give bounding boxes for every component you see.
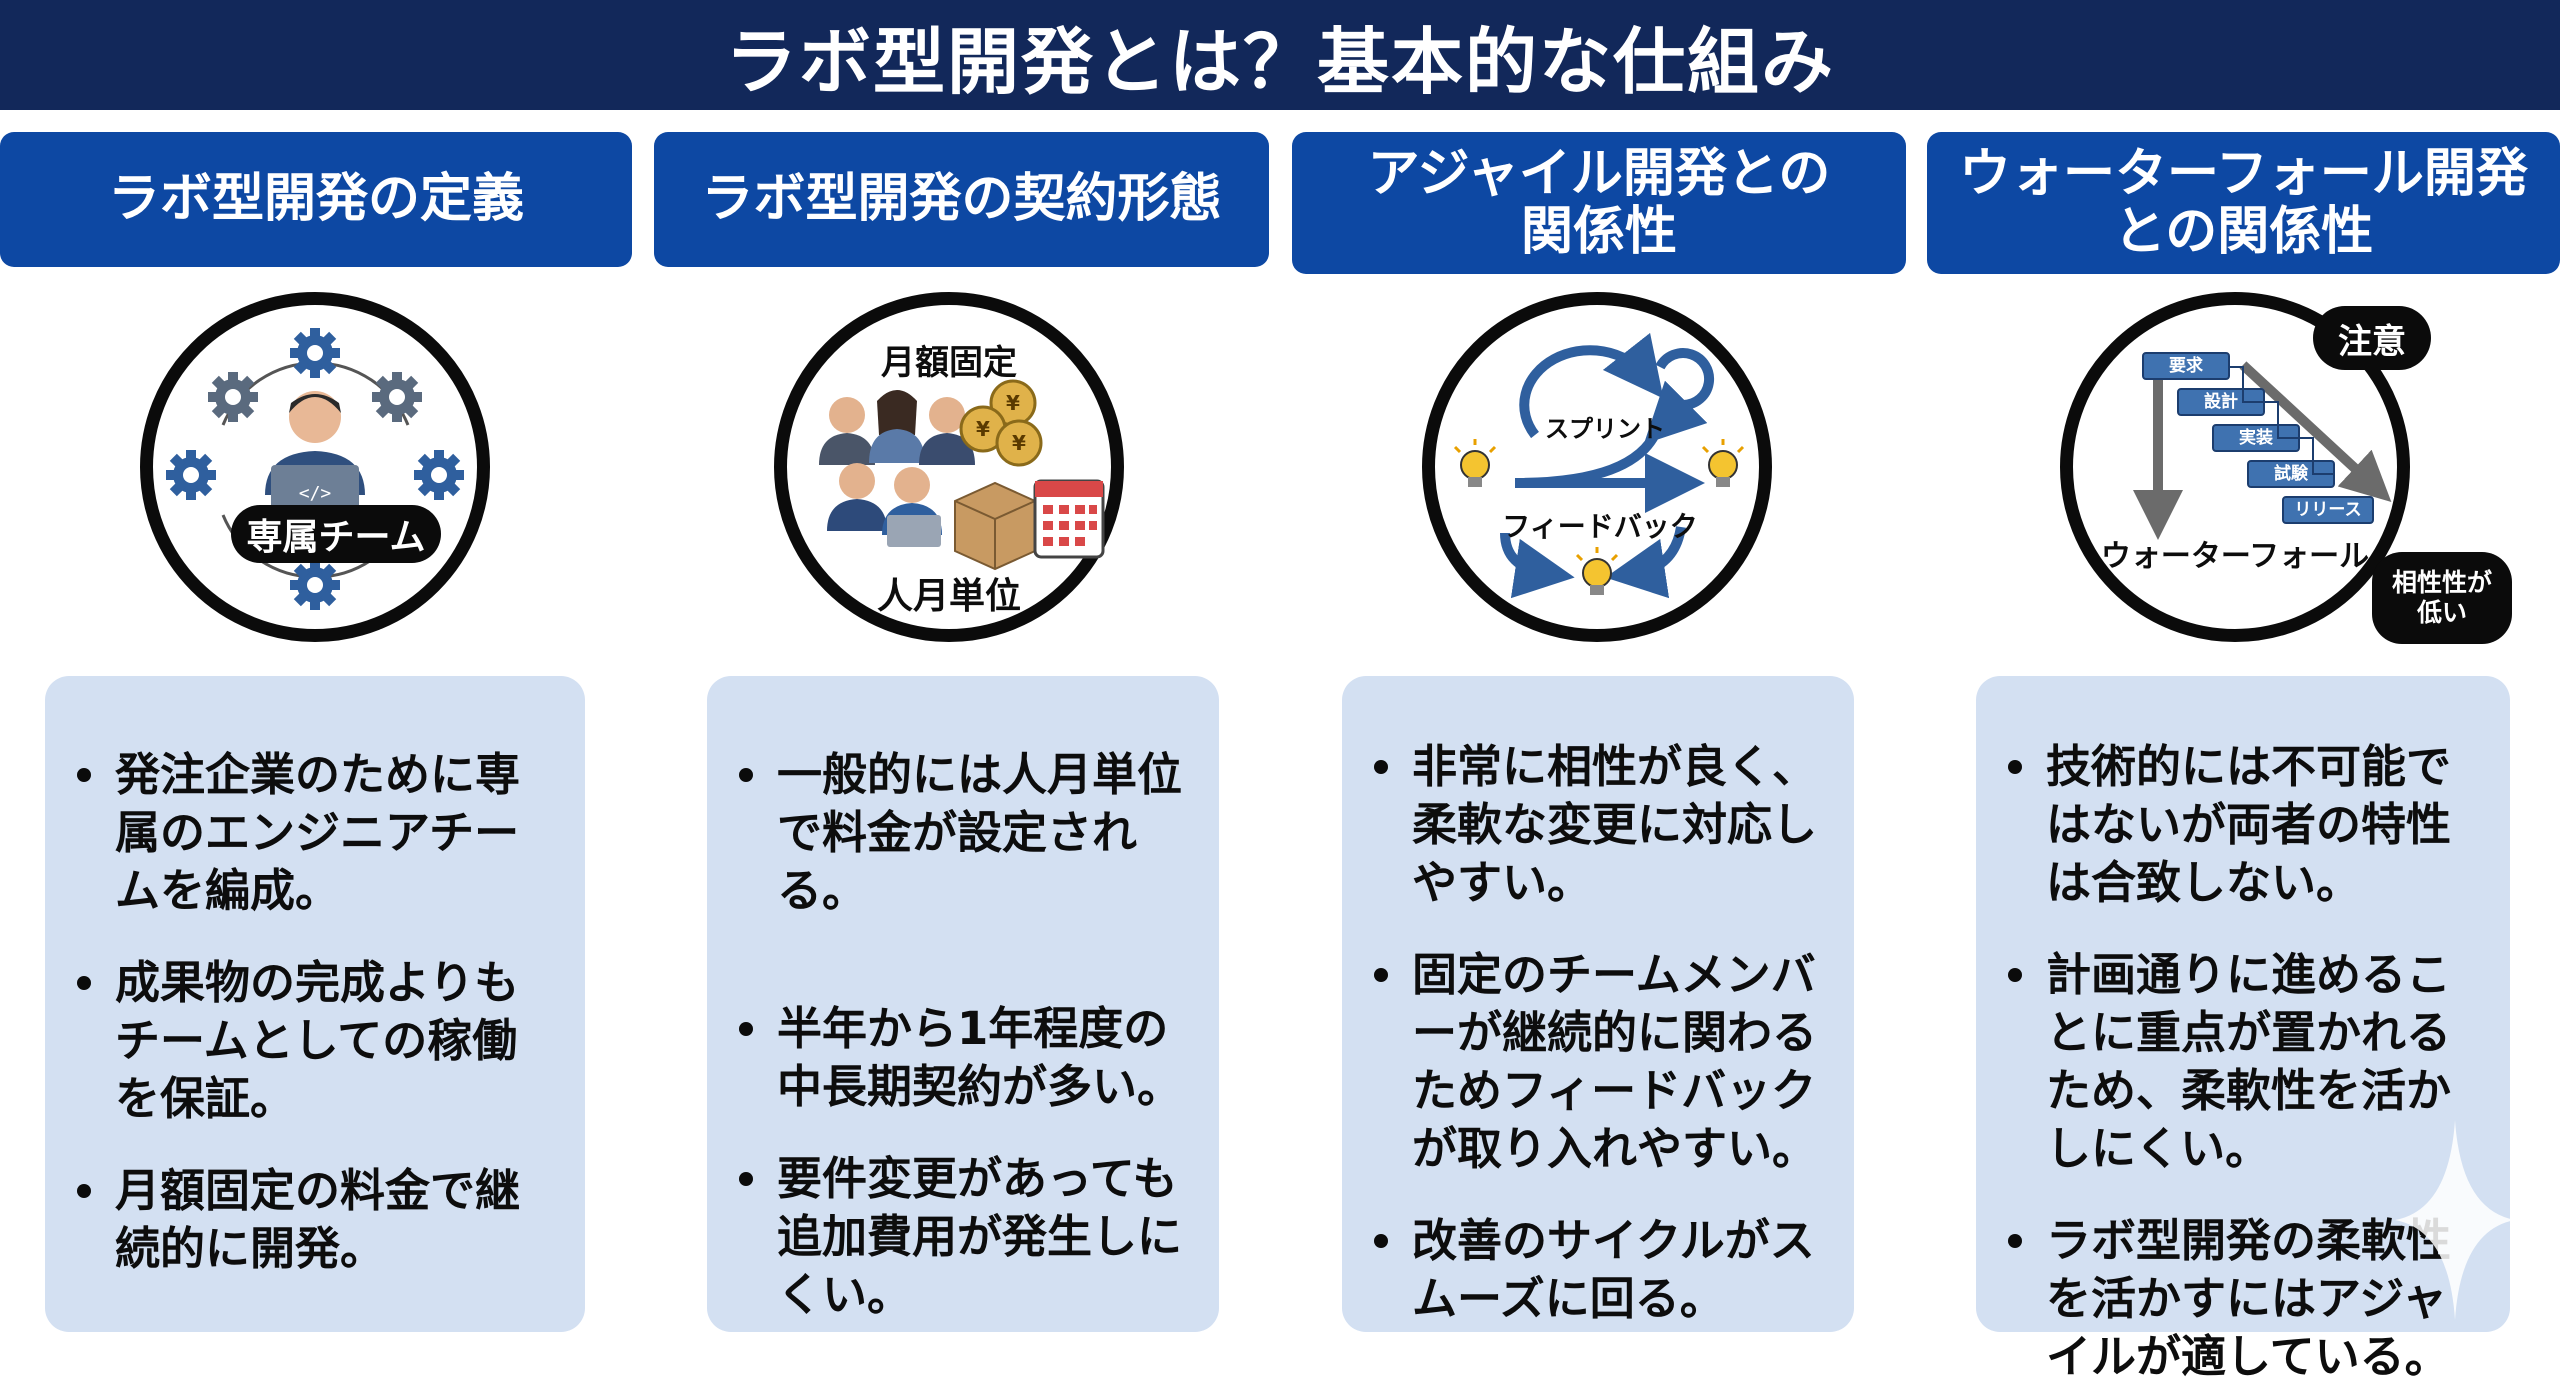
contract-people-coins-icon: 月額固定 ¥ ¥ ¥ <box>774 292 1124 642</box>
list-item: 発注企業のために専属のエンジニアチームを編成。 <box>75 746 555 920</box>
sprint-label: スプリント <box>1545 415 1665 443</box>
sparkle-icon <box>2395 1120 2515 1320</box>
waterfall-illustration <box>2133 352 2392 540</box>
waterfall-label: ウォーターフォール <box>2100 539 2370 574</box>
person-month-label: 人月単位 <box>876 576 1021 617</box>
list-item: 月額固定の料金で継続的に開発。 <box>75 1162 555 1278</box>
step-requirements: 要求 <box>2169 356 2203 376</box>
low-compatibility-badge: 相性性が低い <box>2372 552 2512 644</box>
team-gears-icon: </> 専属チーム <box>140 292 490 642</box>
card-contract: 一般的には人月単位で料金が設定される。 半年から1年程度の中長期契約が多い。 要… <box>707 676 1219 1332</box>
svg-text:¥: ¥ <box>1012 431 1026 455</box>
low-compatibility-line1: 相性性が <box>2391 568 2492 597</box>
dedicated-team-badge: 専属チーム <box>231 505 441 563</box>
header-agile-line2: 関係性 <box>1520 202 1677 262</box>
header-contract: ラボ型開発の契約形態 <box>654 132 1269 267</box>
team-gears-illustration: </> <box>166 328 464 610</box>
card-waterfall: 技術的には不可能ではないが両者の特性は合致しない。 計画通りに進めることに重点が… <box>1976 676 2510 1383</box>
list-item: 半年から1年程度の中長期契約が多い。 <box>737 1000 1189 1116</box>
header-definition: ラボ型開発の定義 <box>0 132 632 267</box>
step-testing: 試験 <box>2274 464 2308 484</box>
list-item: 技術的には不可能ではないが両者の特性は合致しない。 <box>2006 738 2480 912</box>
feedback-label: フィードバック <box>1502 510 1698 543</box>
step-implementation: 実装 <box>2239 428 2273 448</box>
list-item: 成果物の完成よりもチームとしての稼働を保証。 <box>75 954 555 1128</box>
contract-illustration: ¥ ¥ ¥ <box>819 379 1105 571</box>
caution-badge: 注意 <box>2313 306 2431 370</box>
svg-text:¥: ¥ <box>1006 391 1020 415</box>
header-agile-line1: アジャイル開発との <box>1367 143 1831 204</box>
svg-text:</>: </> <box>299 483 332 504</box>
card-agile: 非常に相性が良く、柔軟な変更に対応しやすい。 固定のチームメンバーが継続的に関わ… <box>1342 676 1854 1332</box>
card-definition: 発注企業のために専属のエンジニアチームを編成。 成果物の完成よりもチームとしての… <box>45 676 585 1332</box>
list-item: 改善のサイクルがスムーズに回る。 <box>1372 1212 1824 1328</box>
header-waterfall-line2: との関係性 <box>2113 202 2374 262</box>
agile-cycle-illustration <box>1453 332 1745 599</box>
list-item: 計画通りに進めることに重点が置かれるため、柔軟性を活かしにくい。 <box>2006 946 2480 1178</box>
header-waterfall-line1: ウォーターフォール開発 <box>1959 143 2528 204</box>
low-compatibility-line2: 低い <box>2416 598 2467 627</box>
step-design: 設計 <box>2204 392 2238 412</box>
list-item: 一般的には人月単位で料金が設定される。 <box>737 746 1189 920</box>
step-release: リリース <box>2294 500 2362 520</box>
page-title: ラボ型開発とは？基本的な仕組み <box>0 0 2560 110</box>
header-waterfall: ウォーターフォール開発との関係性 <box>1927 132 2560 274</box>
list-item: 要件変更があっても追加費用が発生しにくい。 <box>737 1150 1189 1324</box>
svg-text:¥: ¥ <box>976 417 990 441</box>
list-item: 非常に相性が良く、柔軟な変更に対応しやすい。 <box>1372 738 1824 912</box>
header-agile: アジャイル開発との関係性 <box>1292 132 1906 274</box>
agile-cycle-icon: スプリント フィードバック <box>1422 292 1772 642</box>
monthly-fixed-label: 月額固定 <box>881 343 1017 383</box>
list-item: 固定のチームメンバーが継続的に関わるためフィードバックが取り入れやすい。 <box>1372 946 1824 1178</box>
